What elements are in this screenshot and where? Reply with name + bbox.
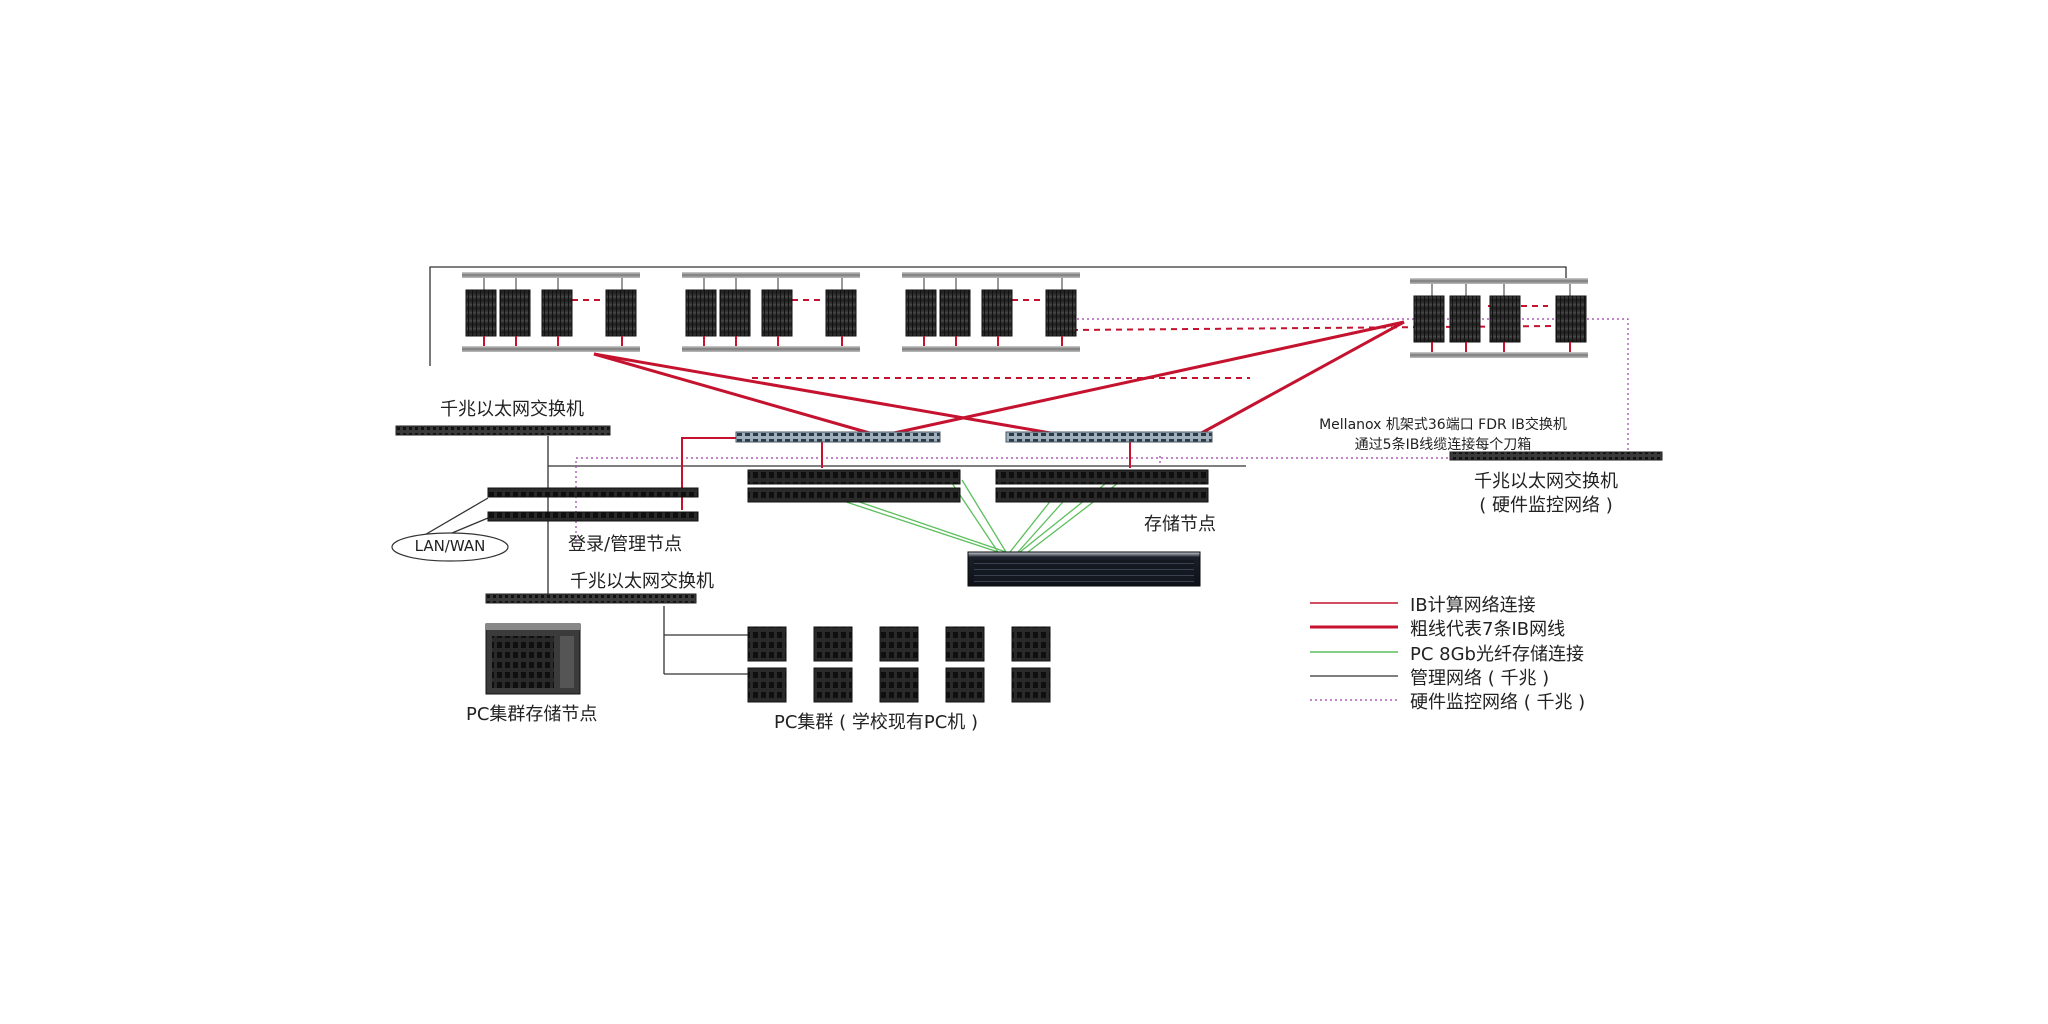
- fiber-6: [1017, 493, 1071, 553]
- legend-label-mgmt: 管理网络 ( 千兆 ): [1410, 668, 1550, 689]
- blade-chassis-icon: [981, 289, 1013, 337]
- storage-node-label: 存储节点: [1144, 514, 1216, 535]
- ib-thick-4: [1195, 320, 1405, 438]
- monitor-line-top: [1072, 318, 1629, 456]
- blade-chassis-icon: [1449, 295, 1481, 343]
- rack-server-icon: [747, 469, 961, 485]
- fiber-4: [961, 479, 1007, 553]
- storage-array-icon: [967, 551, 1201, 587]
- ib-dashed-lines: [572, 299, 1557, 379]
- rail-bottom: [1410, 352, 1588, 358]
- ib-thin-lines: [681, 437, 1131, 510]
- rack-server-icon: [747, 487, 961, 503]
- pc-icon: [747, 667, 787, 703]
- rack-server-icon: [487, 511, 699, 522]
- ib-thick-2: [593, 352, 1069, 438]
- gige-switch-bottom-label: 千兆以太网交换机: [570, 571, 714, 592]
- rail-bottom: [682, 346, 860, 352]
- pc-cluster-label: PC集群 ( 学校现有PC机 ): [774, 712, 979, 733]
- blade-chassis-group-4: [1410, 278, 1588, 358]
- pc-icon: [1011, 626, 1051, 662]
- blade-chassis-icon: [1489, 295, 1521, 343]
- mgmt-line-lanwan-1: [415, 497, 489, 541]
- rack-server-icon: [995, 469, 1209, 485]
- lan-wan-label: LAN/WAN: [414, 537, 486, 555]
- pc-icon: [813, 667, 853, 703]
- blade-chassis-icon: [499, 289, 531, 337]
- rack-server-icon: [995, 487, 1209, 503]
- blade-chassis-icon: [465, 289, 497, 337]
- legend-label-ib-thick: 粗线代表7条IB网线: [1410, 619, 1566, 640]
- pc-icon: [1011, 667, 1051, 703]
- blade-chassis-icon: [685, 289, 717, 337]
- gige-switch-monitor-label: 千兆以太网交换机 ( 硬件监控网络 ): [1446, 470, 1646, 518]
- rail-bottom: [902, 346, 1080, 352]
- fiber-5: [1009, 493, 1057, 553]
- rail-top: [1410, 278, 1588, 284]
- mellanox-label-line2: 通过5条IB线缆连接每个刀箱: [1354, 437, 1532, 453]
- mellanox-label-line1: Mellanox 机架式36端口 FDR IB交换机: [1319, 417, 1567, 433]
- gige-switch-monitor-line2: ( 硬件监控网络 ): [1479, 495, 1613, 516]
- pc-icon: [945, 626, 985, 662]
- mellanox-switch-label: Mellanox 机架式36端口 FDR IB交换机 通过5条IB线缆连接每个刀…: [1298, 414, 1588, 454]
- ib-thick-1: [593, 352, 881, 438]
- pc-cluster-storage-label: PC集群存储节点: [466, 704, 598, 725]
- pc-icon: [879, 626, 919, 662]
- blade-chassis-group-1: [462, 272, 640, 352]
- pc-cluster-grid: [747, 626, 1051, 703]
- login-mgmt-node-label: 登录/管理节点: [568, 534, 683, 555]
- pc-icon: [945, 667, 985, 703]
- blade-chassis-group-3: [902, 272, 1080, 352]
- monitor-line-mid: [575, 457, 1456, 543]
- ethernet-switch-icon: [485, 593, 697, 604]
- tower-storage-icon: [485, 623, 581, 695]
- pc-icon: [747, 626, 787, 662]
- ib-switch-icon: [1005, 431, 1213, 443]
- rail-bottom: [462, 346, 640, 352]
- mgmt-line-top-loop: [429, 266, 1567, 366]
- ib-switch-icon: [735, 431, 941, 443]
- blade-chassis-icon: [939, 289, 971, 337]
- legend-label-monitor: 硬件监控网络 ( 千兆 ): [1410, 692, 1586, 713]
- blade-chassis-icon: [541, 289, 573, 337]
- monitor-network-lines: [575, 318, 1629, 543]
- pc-icon: [813, 626, 853, 662]
- gige-switch-monitor-line1: 千兆以太网交换机: [1474, 471, 1618, 492]
- ib-dashed-right: [1071, 325, 1557, 331]
- blade-chassis-icon: [905, 289, 937, 337]
- legend-swatches: [1310, 602, 1398, 701]
- rail-top: [902, 272, 1080, 278]
- fiber-2: [835, 493, 1007, 553]
- ethernet-switch-icon: [1449, 451, 1663, 461]
- blade-chassis-icon: [719, 289, 751, 337]
- ib-thin-login: [681, 437, 736, 510]
- pc-icon: [879, 667, 919, 703]
- management-network-lines: [415, 266, 1567, 675]
- blade-chassis-icon: [1413, 295, 1445, 343]
- fiber-lines: [821, 479, 1123, 553]
- blade-chassis-icon: [1555, 295, 1587, 343]
- blade-chassis-group-2: [682, 272, 860, 352]
- legend-label-fiber: PC 8Gb光纤存储连接: [1410, 644, 1584, 665]
- gige-switch-top-label: 千兆以太网交换机: [440, 399, 584, 420]
- blade-chassis-icon: [825, 289, 857, 337]
- ethernet-switch-icon: [395, 425, 611, 436]
- fiber-1: [821, 493, 999, 553]
- lan-wan-cloud-icon: [391, 532, 509, 562]
- blade-chassis-icon: [605, 289, 637, 337]
- blade-chassis-icon: [761, 289, 793, 337]
- rail-top: [462, 272, 640, 278]
- rack-server-icon: [487, 487, 699, 498]
- blade-chassis-icon: [1045, 289, 1077, 337]
- rail-top: [682, 272, 860, 278]
- legend-label-ib-thin: IB计算网络连接: [1410, 595, 1536, 616]
